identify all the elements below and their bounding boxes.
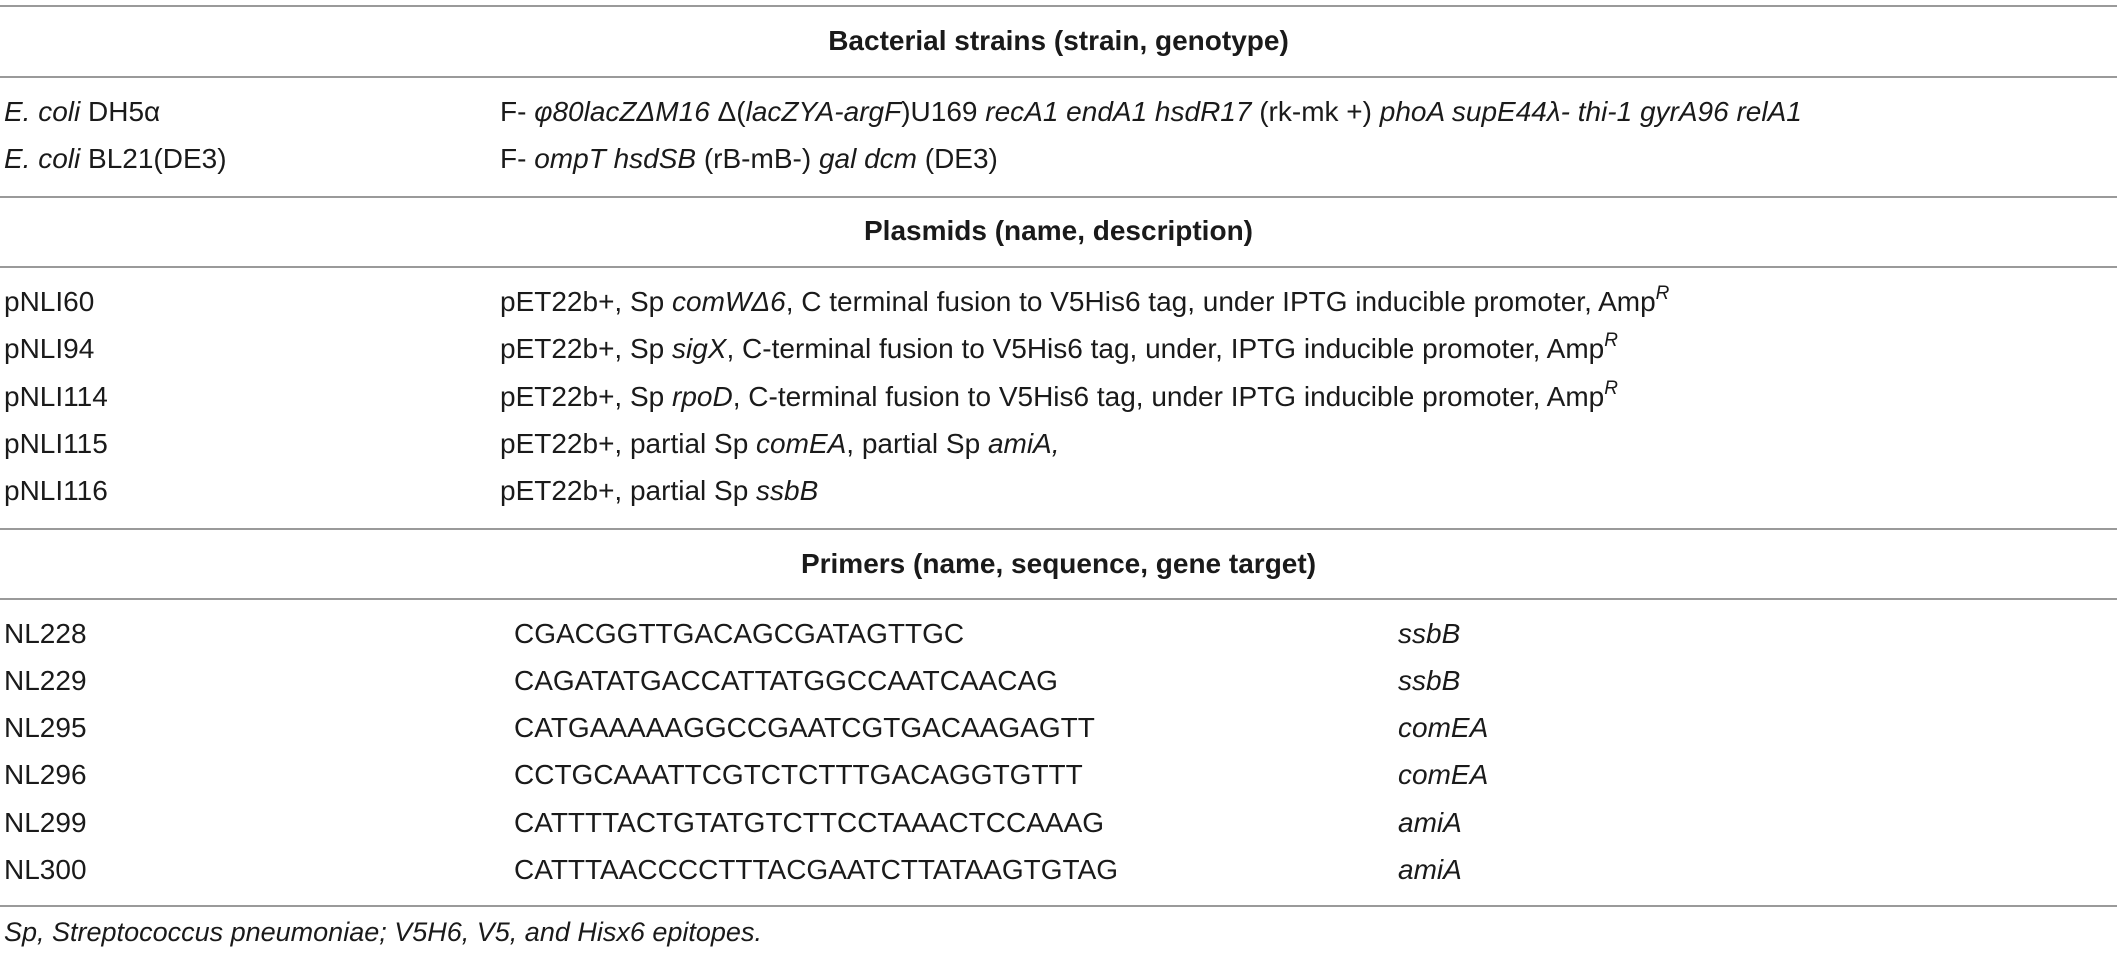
primer-target: amiA: [1398, 807, 1462, 838]
primer-target: ssbB: [1398, 665, 1461, 696]
primer-sequence: CAGATATGACCATTATGGCCAATCAACAG: [514, 665, 1058, 696]
plasmid-name: pNLI115: [4, 428, 108, 459]
primer-row: NL295 CATGAAAAAGGCCGAATCGTGACAAGAGTT com…: [0, 711, 2117, 745]
primer-sequence: CATTTTACTGTATGTCTTCCTAAACTCCAAAG: [514, 807, 1105, 838]
primer-name: NL229: [4, 665, 87, 696]
primer-sequence: CATGAAAAAGGCCGAATCGTGACAAGAGTT: [514, 712, 1095, 743]
plasmid-name: pNLI94: [4, 333, 95, 364]
plasmid-name: pNLI114: [4, 381, 108, 412]
strain-row: E. coli DH5α F- φ80lacZΔM16 Δ(lacZYA-arg…: [0, 95, 2117, 129]
plasmids-header-rule: [0, 266, 2117, 268]
primer-name: NL295: [4, 712, 87, 743]
primer-row: NL229 CAGATATGACCATTATGGCCAATCAACAG ssbB: [0, 664, 2117, 698]
strain-genotype: F- φ80lacZΔM16 Δ(lacZYA-argF)U169 recA1 …: [500, 96, 1802, 127]
strains-header-rule: [0, 76, 2117, 78]
primer-name: NL296: [4, 759, 87, 790]
plasmid-description: pET22b+, partial Sp ssbB: [500, 475, 819, 506]
strains-section-header: Bacterial strains (strain, genotype): [828, 25, 1289, 56]
primer-sequence: CATTTAACCCCTTTACGAATCTTATAAGTGTAG: [514, 854, 1119, 885]
plasmid-description: pET22b+, Sp comWΔ6, C terminal fusion to…: [500, 283, 1670, 317]
top-rule: [0, 5, 2117, 7]
plasmid-name: pNLI116: [4, 475, 108, 506]
primer-target: comEA: [1398, 712, 1489, 743]
primers-section-header: Primers (name, sequence, gene target): [800, 548, 1317, 579]
plasmid-description: pET22b+, Sp sigX, C-terminal fusion to V…: [500, 330, 1618, 364]
primer-row: NL228 CGACGGTTGACAGCGATAGTTGC ssbB: [0, 617, 2117, 651]
primer-target: ssbB: [1398, 618, 1461, 649]
plasmids-top-rule: [0, 196, 2117, 198]
primer-sequence: CGACGGTTGACAGCGATAGTTGC: [514, 618, 965, 649]
plasmid-row: pNLI115 pET22b+, partial Sp comEA, parti…: [0, 427, 2117, 461]
plasmid-row: pNLI94 pET22b+, Sp sigX, C-terminal fusi…: [0, 330, 2117, 366]
strain-name: E. coli BL21(DE3): [4, 143, 227, 174]
primer-target: comEA: [1398, 759, 1489, 790]
primer-row: NL300 CATTTAACCCCTTTACGAATCTTATAAGTGTAG …: [0, 853, 2117, 887]
plasmids-section-header: Plasmids (name, description): [864, 215, 1253, 246]
primer-name: NL300: [4, 854, 87, 885]
primer-name: NL228: [4, 618, 87, 649]
strain-genotype: F- ompT hsdSB (rB-mB-) gal dcm (DE3): [500, 143, 998, 174]
plasmid-row: pNLI116 pET22b+, partial Sp ssbB: [0, 474, 2117, 508]
strain-row: E. coli BL21(DE3) F- ompT hsdSB (rB-mB-)…: [0, 142, 2117, 176]
primers-header-rule: [0, 598, 2117, 600]
plasmid-description: pET22b+, partial Sp comEA, partial Sp am…: [500, 428, 1060, 459]
plasmid-row: pNLI114 pET22b+, Sp rpoD, C-terminal fus…: [0, 378, 2117, 414]
table-footnote: Sp, Streptococcus pneumoniae; V5H6, V5, …: [4, 917, 762, 947]
primer-name: NL299: [4, 807, 87, 838]
primers-top-rule: [0, 528, 2117, 530]
primer-row: NL299 CATTTTACTGTATGTCTTCCTAAACTCCAAAG a…: [0, 806, 2117, 840]
primer-target: amiA: [1398, 854, 1462, 885]
primer-sequence: CCTGCAAATTCGTCTCTTTGACAGGTGTTT: [514, 759, 1083, 790]
bottom-rule: [0, 905, 2117, 907]
strain-name: E. coli DH5α: [4, 96, 161, 127]
plasmid-name: pNLI60: [4, 286, 95, 317]
plasmid-description: pET22b+, Sp rpoD, C-terminal fusion to V…: [500, 378, 1618, 412]
primer-row: NL296 CCTGCAAATTCGTCTCTTTGACAGGTGTTT com…: [0, 758, 2117, 792]
plasmid-row: pNLI60 pET22b+, Sp comWΔ6, C terminal fu…: [0, 283, 2117, 319]
